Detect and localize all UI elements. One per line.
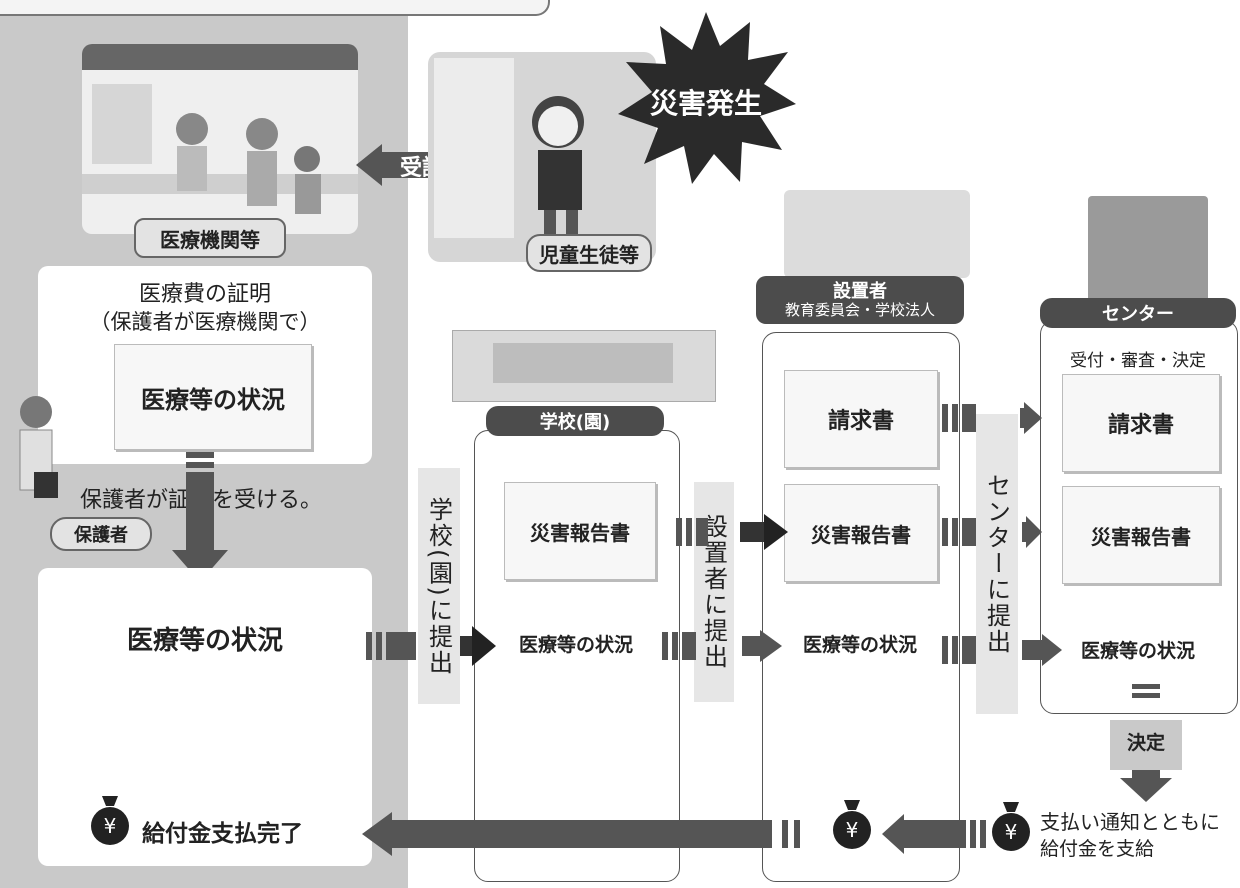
people-icon [176, 113, 321, 214]
center-submit-label: センターに提出 [976, 414, 1018, 714]
school-submit-label: 学校(園)に提出 [418, 468, 460, 704]
payment-arrow-to-guardian [362, 812, 800, 856]
medical-status-text-2: 医療等の状況 [126, 626, 283, 656]
guardian-figure-icon [19, 396, 58, 498]
student-figure-icon [532, 96, 584, 246]
founder-illustration [784, 190, 970, 278]
center-medical-status: 医療等の状況 [1080, 640, 1195, 662]
founder-claim: 請求書 [784, 370, 938, 468]
clinic-label: 医療機関等 [134, 218, 286, 258]
money-bag-icon-center: ¥ [992, 802, 1030, 851]
disaster-label: 災害発生 [649, 87, 762, 120]
svg-text:¥: ¥ [104, 814, 117, 838]
arrow-report-to-center [942, 516, 1042, 548]
svg-text:¥: ¥ [1005, 820, 1018, 844]
center-label: センター [1040, 298, 1236, 328]
payment-text-2: 給付金を支給 [1040, 838, 1155, 860]
arrow-report-to-founder [676, 514, 788, 550]
explosion-burst-icon [618, 12, 796, 184]
certificate-subtitle: （保護者が医療機関で） [89, 310, 321, 334]
school-medical-status: 医療等の状況 [518, 634, 633, 656]
decision-label: 決定 [1126, 732, 1165, 754]
arrow-claim-to-center [942, 402, 1042, 434]
center-claim: 請求書 [1062, 374, 1220, 472]
money-bag-icon: ¥ [91, 796, 129, 845]
top-header-bar [0, 0, 550, 16]
payment-arrow-center-to-founder [882, 814, 986, 854]
down-arrow [172, 452, 228, 582]
school-disaster-report: 災害報告書 [504, 482, 656, 580]
medical-status-doc-1: 医療等の状況 [114, 344, 312, 450]
arrow-status-to-founder [662, 630, 782, 662]
founder-subtitle: 教育委員会・学校法人 [784, 300, 935, 319]
center-building-icon [1088, 196, 1208, 298]
founder-disaster-report: 災害報告書 [784, 484, 938, 582]
center-process-text: 受付・審査・決定 [1070, 351, 1206, 371]
svg-text:¥: ¥ [846, 818, 859, 842]
student-label: 児童生徒等 [526, 234, 652, 272]
founder-label: 設置者 教育委員会・学校法人 [756, 276, 964, 324]
money-bag-icon-founder: ¥ [833, 800, 871, 849]
center-disaster-report: 災害報告書 [1062, 486, 1220, 584]
decision-down-arrow [1110, 684, 1182, 802]
arrow-status-to-school [366, 626, 496, 666]
payment-text-1: 支払い通知とともに [1040, 810, 1220, 834]
school-label: 学校(園) [486, 406, 664, 436]
founder-title: 設置者 [833, 280, 887, 302]
payment-complete-text: 給付金支払完了 [142, 821, 303, 847]
school-building-icon [452, 330, 716, 402]
arrow-status-to-center [942, 634, 1062, 666]
guardian-label: 保護者 [50, 517, 152, 551]
clinic-illustration [82, 44, 358, 234]
certificate-title: 医療費の証明 [138, 282, 271, 307]
founder-medical-status: 医療等の状況 [802, 634, 917, 656]
